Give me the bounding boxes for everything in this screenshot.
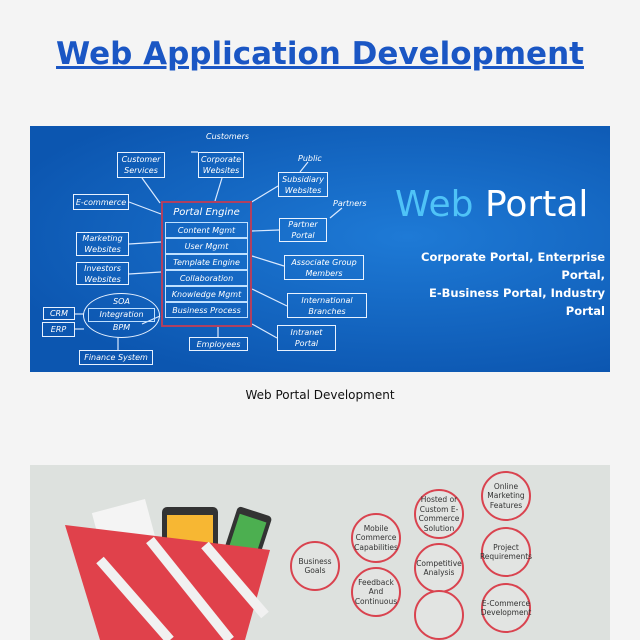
circle-online-marketing: Online Marketing Features bbox=[481, 471, 531, 521]
integration-label: Integration bbox=[88, 308, 155, 322]
soa-ellipse: SOA Integration BPM bbox=[83, 293, 160, 338]
web-portal-image: Customers Public Partners Customer Servi… bbox=[30, 126, 610, 372]
page-title: Web Application Development bbox=[56, 36, 584, 72]
bpm-label: BPM bbox=[112, 323, 131, 332]
associate-group-box: Associate Group Members bbox=[284, 255, 364, 280]
circle-mobile-commerce: Mobile Commerce Capabilities bbox=[351, 513, 401, 563]
subsidiary-websites-box: Subsidiary Websites bbox=[278, 172, 328, 197]
portal-engine: Portal Engine Content Mgmt User Mgmt Tem… bbox=[161, 201, 252, 327]
web-portal-heading: Web Portal bbox=[395, 184, 589, 225]
circle-business-goals: Business Goals bbox=[290, 541, 340, 591]
circle-ecommerce-development: E-Commerce Development bbox=[481, 583, 531, 633]
partner-portal-box: Partner Portal bbox=[279, 218, 327, 242]
erp-box: ERP bbox=[42, 322, 75, 337]
engine-row: User Mgmt bbox=[165, 238, 248, 254]
crm-box: CRM bbox=[43, 307, 75, 320]
image-caption: Web Portal Development bbox=[245, 388, 395, 402]
marketing-websites-box: Marketing Websites bbox=[76, 232, 129, 256]
engine-row: Content Mgmt bbox=[165, 222, 248, 238]
customer-services-box: Customer Services bbox=[117, 152, 165, 178]
circle-partial bbox=[414, 590, 464, 640]
ecommerce-image: Online Marketing Features Hosted or Cust… bbox=[30, 465, 610, 640]
customers-label: Customers bbox=[206, 132, 250, 141]
public-label: Public bbox=[298, 154, 322, 163]
partners-label: Partners bbox=[333, 199, 367, 208]
shopping-cart-icon bbox=[65, 498, 272, 640]
engine-row: Collaboration bbox=[165, 270, 248, 286]
finance-system-box: Finance System bbox=[79, 350, 153, 365]
engine-row: Template Engine bbox=[165, 254, 248, 270]
portal-engine-title: Portal Engine bbox=[173, 207, 240, 218]
corporate-websites-box: Corporate Websites bbox=[198, 152, 244, 178]
circle-feedback: Feedback And Continuous bbox=[351, 567, 401, 617]
employees-box: Employees bbox=[189, 337, 248, 351]
portal-subtitle: Corporate Portal, Enterprise Portal,E-Bu… bbox=[421, 250, 605, 318]
engine-row: Business Process bbox=[165, 302, 248, 318]
ecommerce-box: E-commerce bbox=[73, 194, 129, 210]
engine-row: Knowledge Mgmt bbox=[165, 286, 248, 302]
soa-label: SOA bbox=[113, 297, 130, 306]
circle-hosted-solution: Hosted or Custom E-Commerce Solution bbox=[414, 489, 464, 539]
circle-project-requirements: Project Requirements bbox=[480, 527, 532, 577]
circle-competitive-analysis: Competitive Analysis bbox=[414, 543, 464, 593]
investors-websites-box: Investors Websites bbox=[76, 262, 129, 285]
international-branches-box: International Branches bbox=[287, 293, 367, 318]
intranet-portal-box: Intranet Portal bbox=[277, 325, 336, 351]
